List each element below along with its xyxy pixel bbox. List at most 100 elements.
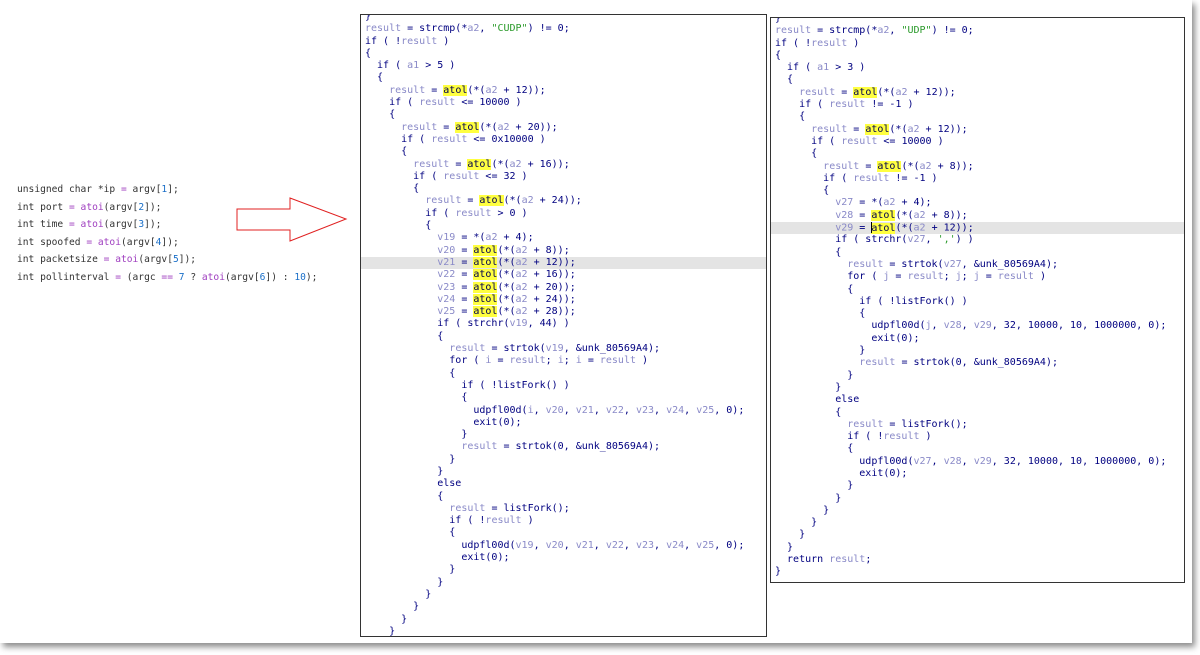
number-literal: 3 bbox=[138, 219, 145, 230]
variable: result bbox=[455, 207, 492, 219]
function-name: atoi bbox=[97, 236, 121, 248]
variable: result bbox=[443, 170, 480, 182]
source-line: int spoofed = atoi(argv[4]); bbox=[17, 236, 179, 248]
variable: v28 bbox=[943, 455, 962, 467]
code-line: } bbox=[365, 564, 456, 576]
code-line: v27 = *(a2 + 4); bbox=[835, 197, 932, 209]
variable: v19 bbox=[509, 318, 528, 330]
code-line: exit(0); bbox=[775, 332, 920, 344]
variable: v21 bbox=[575, 404, 594, 416]
function-name: atoi bbox=[80, 201, 104, 213]
code-line: { bbox=[775, 406, 842, 418]
code-line: v28 = atol(*(a2 + 8)); bbox=[835, 209, 968, 221]
code-line: { bbox=[365, 527, 456, 539]
variable: result bbox=[509, 355, 546, 367]
atol-highlight: atol bbox=[473, 281, 498, 293]
code-line: } bbox=[775, 381, 842, 393]
atol-highlight: atol bbox=[473, 256, 498, 268]
variable: v27 bbox=[907, 234, 926, 246]
code-line: } bbox=[775, 17, 782, 24]
code-line: if ( result <= 0x10000 ) bbox=[365, 133, 546, 145]
code-line: } bbox=[365, 613, 408, 625]
variable: a2 bbox=[467, 23, 480, 35]
code-line: udpfl00d(j, v28, v29, 32, 10000, 10, 100… bbox=[775, 320, 1167, 332]
variable: v28 bbox=[835, 209, 854, 221]
code-line: v24 = atol(*(a2 + 24)); bbox=[437, 293, 576, 305]
code-line: result = atol(*(a2 + 12)); bbox=[389, 84, 546, 96]
code-line: } bbox=[365, 429, 468, 441]
code-line: { bbox=[775, 443, 854, 455]
variable: a2 bbox=[515, 269, 528, 281]
variable: v29 bbox=[973, 320, 992, 332]
string-literal: ',' bbox=[937, 234, 956, 246]
code-line: if ( !result ) bbox=[365, 35, 450, 47]
variable: v23 bbox=[437, 281, 456, 293]
code-line: result = listFork(); bbox=[847, 418, 968, 430]
variable: result bbox=[425, 195, 462, 207]
code-line: result = strtok(0, &unk_80569A4); bbox=[461, 441, 661, 453]
variable: a2 bbox=[877, 25, 890, 37]
code-line: exit(0); bbox=[365, 416, 522, 428]
variable: i bbox=[575, 355, 582, 367]
code-line: { bbox=[365, 490, 444, 502]
variable: i bbox=[527, 404, 534, 416]
variable: v23 bbox=[635, 404, 655, 416]
decompiled-code-panel-udp[interactable]: }result = strcmp(*a2, "UDP") != 0;if ( !… bbox=[770, 17, 1185, 583]
code-line: for ( i = result; i; i = result ) bbox=[365, 355, 649, 367]
variable: v25 bbox=[437, 306, 456, 318]
code-line: if ( a1 > 5 ) bbox=[365, 60, 456, 72]
code-line: { bbox=[365, 330, 444, 342]
variable: j bbox=[955, 271, 962, 283]
variable: a2 bbox=[509, 158, 522, 170]
variable: result bbox=[847, 258, 884, 270]
code-lines: }result = strcmp(*a2, "UDP") != 0;if ( !… bbox=[771, 17, 1184, 579]
function-name: atoi bbox=[115, 254, 139, 265]
code-line: return result; bbox=[775, 554, 872, 566]
variable: v19 bbox=[437, 232, 456, 244]
variable: result bbox=[829, 99, 866, 111]
code-line: if ( !listFork() ) bbox=[775, 295, 968, 307]
code-line: result = atol(*(a2 + 16)); bbox=[413, 158, 570, 170]
source-line: int time = atoi(argv[3]); bbox=[17, 219, 162, 230]
variable: a2 bbox=[907, 123, 920, 135]
variable: j bbox=[973, 271, 980, 283]
operator: = bbox=[103, 254, 110, 265]
code-line: v20 = atol(*(a2 + 8)); bbox=[437, 244, 570, 256]
variable: a2 bbox=[913, 222, 926, 234]
atol-highlight: atol bbox=[473, 293, 498, 305]
code-line: if ( result <= 32 ) bbox=[365, 170, 528, 182]
variable: result bbox=[401, 121, 438, 133]
variable: j bbox=[925, 320, 932, 332]
decompiled-code-panel-cudp[interactable]: }result = strcmp(*a2, "CUDP") != 0;if ( … bbox=[360, 14, 767, 637]
variable: a2 bbox=[515, 293, 528, 305]
code-line: if ( !result ) bbox=[775, 431, 932, 443]
atol-highlight: atol bbox=[443, 84, 468, 96]
atol-highlight: atol bbox=[853, 86, 878, 98]
atol-highlight: atol bbox=[479, 195, 504, 207]
variable: result bbox=[847, 418, 884, 430]
code-line: v23 = atol(*(a2 + 20)); bbox=[437, 281, 576, 293]
code-line: udpfl00d(v19, v20, v21, v22, v23, v24, v… bbox=[365, 539, 745, 551]
source-line: int pollinterval = (argc == 7 ? atoi(arg… bbox=[17, 271, 318, 283]
variable: result bbox=[823, 160, 860, 172]
variable: result bbox=[841, 135, 878, 147]
operator: = bbox=[86, 236, 93, 248]
variable: v20 bbox=[437, 244, 456, 256]
atol-highlight: atol bbox=[871, 209, 896, 221]
atol-highlight: atol bbox=[455, 121, 480, 133]
code-line: { bbox=[775, 111, 806, 123]
variable: a2 bbox=[485, 232, 498, 244]
code-line: if ( strchr(v27, ',') ) bbox=[775, 234, 974, 246]
code-line: } bbox=[775, 345, 866, 357]
variable: result bbox=[413, 158, 450, 170]
code-line: exit(0); bbox=[775, 467, 908, 479]
variable: v23 bbox=[635, 539, 655, 551]
code-line: if ( result <= 10000 ) bbox=[775, 135, 944, 147]
variable: v27 bbox=[835, 197, 854, 209]
atol-highlight: atol bbox=[865, 123, 890, 135]
variable: a2 bbox=[895, 86, 908, 98]
atol-highlight: atol bbox=[877, 160, 902, 172]
code-line: { bbox=[775, 283, 854, 295]
variable: v27 bbox=[913, 455, 932, 467]
code-lines: }result = strcmp(*a2, "CUDP") != 0;if ( … bbox=[361, 15, 766, 636]
